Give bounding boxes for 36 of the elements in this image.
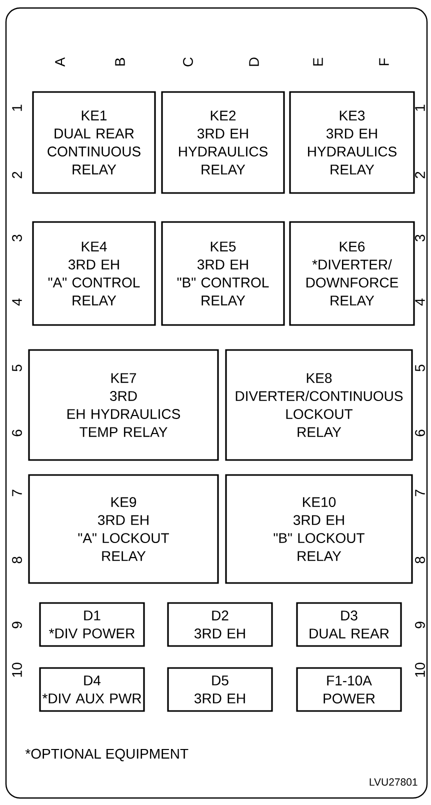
row-number: 9 <box>415 622 425 628</box>
diode-box: D3 DUAL REAR <box>296 602 402 647</box>
row-number: 5 <box>12 364 22 372</box>
column-letter: B <box>115 58 125 66</box>
relay-box: KE3 3RD EH HYDRAULICS RELAY <box>289 91 415 194</box>
row-number: 5 <box>415 364 425 372</box>
column-letter: E <box>313 58 323 66</box>
fuse-box: F1-10A POWER <box>296 667 402 712</box>
relay-box: KE9 3RD EH "A" LOCKOUT RELAY <box>28 474 219 584</box>
row-number: 8 <box>415 556 425 564</box>
relay-box: KE5 3RD EH "B" CONTROL RELAY <box>161 221 285 326</box>
relay-box: KE6 *DIVERTER/ DOWNFORCE RELAY <box>289 221 415 326</box>
row-number: 9 <box>12 622 22 628</box>
column-letter: A <box>55 57 65 67</box>
diode-box: D2 3RD EH <box>167 602 273 647</box>
relay-box: KE1 DUAL REAR CONTINUOUS RELAY <box>32 91 156 194</box>
row-number: 10 <box>415 662 425 677</box>
row-number: 7 <box>415 490 425 496</box>
row-number: 3 <box>415 234 425 242</box>
footnote: *OPTIONAL EQUIPMENT <box>25 748 188 762</box>
relay-box: KE7 3RD EH HYDRAULICS TEMP RELAY <box>28 349 219 461</box>
row-number: 6 <box>12 430 22 436</box>
diode-box: D5 3RD EH <box>167 667 273 712</box>
relay-box: KE4 3RD EH "A" CONTROL RELAY <box>32 221 156 326</box>
column-letter: C <box>183 57 193 66</box>
figure-code: LVU27801 <box>370 778 418 786</box>
row-number: 6 <box>415 430 425 436</box>
column-letter: D <box>249 58 259 66</box>
column-letter: F <box>379 58 389 66</box>
relay-box: KE10 3RD EH "B" LOCKOUT RELAY <box>225 474 413 584</box>
row-number: 10 <box>12 662 22 677</box>
relay-box: KE2 3RD EH HYDRAULICS RELAY <box>161 91 285 194</box>
relay-box: KE8 DIVERTER/CONTINUOUS LOCKOUT RELAY <box>225 349 413 461</box>
row-number: 7 <box>12 490 22 496</box>
diode-box: D4 *DIV AUX PWR <box>39 667 145 712</box>
diode-box: D1 *DIV POWER <box>39 602 145 647</box>
